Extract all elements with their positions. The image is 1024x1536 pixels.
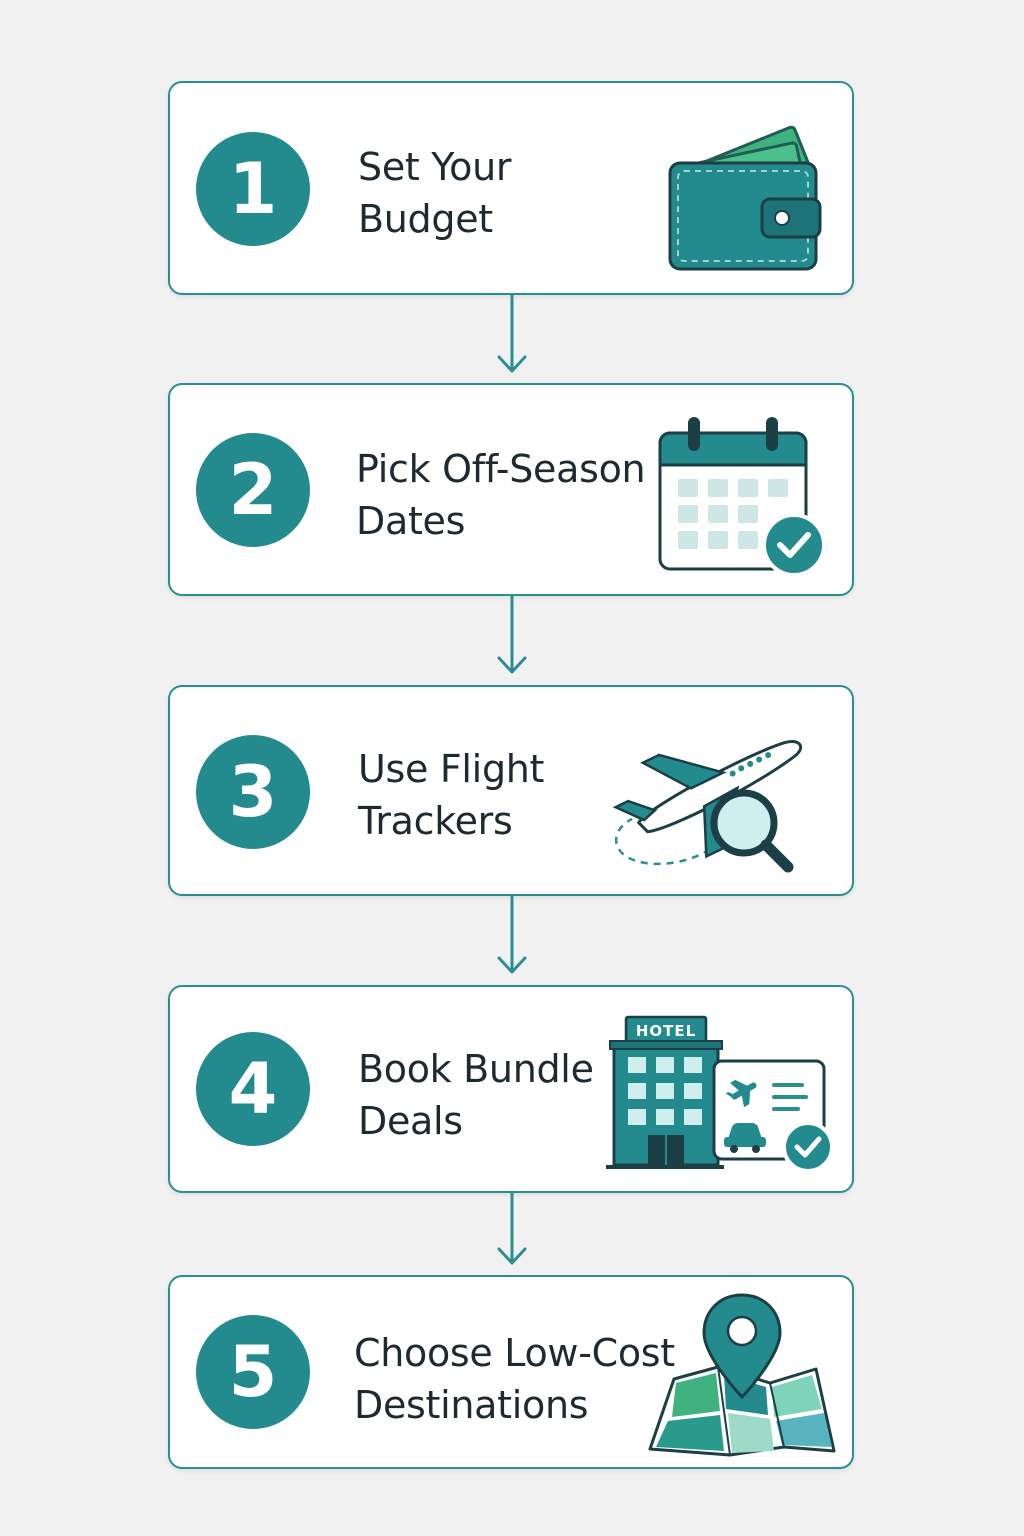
step-card-2: 2 Pick Off-Season Dates — [168, 383, 854, 596]
step-card-1: 1 Set Your Budget — [168, 81, 854, 295]
step-number-1: 1 — [196, 132, 310, 246]
calendar-check-icon — [658, 417, 826, 577]
arrow-connector-1 — [497, 295, 527, 373]
arrow-connector-2 — [497, 596, 527, 674]
airplane-search-icon — [612, 740, 803, 873]
step-card-4: 4 Book Bundle Deals — [168, 985, 854, 1193]
step-title-3: Use Flight Trackers — [358, 747, 545, 843]
hotel-bundle-icon: HOTEL — [606, 1015, 836, 1175]
arrow-connector-3 — [497, 896, 527, 974]
step-card-5: 5 Choose Low-Cost Destinations — [168, 1275, 854, 1469]
step-number-4: 4 — [196, 1032, 310, 1146]
step-card-3: 3 Use Flight Trackers — [168, 685, 854, 896]
hotel-sign-text: HOTEL — [635, 1022, 697, 1040]
wallet-icon — [668, 125, 822, 271]
step-number-2: 2 — [196, 433, 310, 547]
step-number-5: 5 — [196, 1315, 310, 1429]
step-number-3: 3 — [196, 735, 310, 849]
step-title-5: Choose Low-Cost Destinations — [354, 1331, 675, 1427]
step-title-1: Set Your Budget — [358, 145, 512, 241]
arrow-connector-4 — [497, 1193, 527, 1265]
step-title-4: Book Bundle Deals — [358, 1047, 594, 1143]
map-pin-icon — [648, 1293, 836, 1457]
step-title-2: Pick Off-Season Dates — [356, 447, 646, 543]
